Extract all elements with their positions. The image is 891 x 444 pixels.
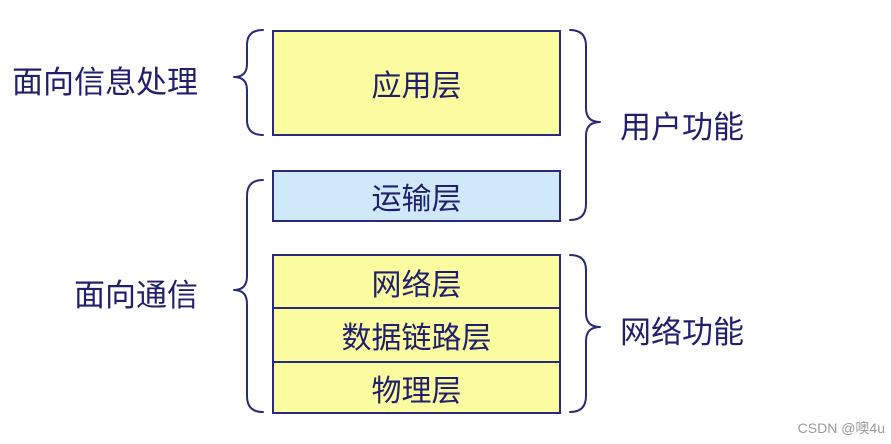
application-layer-label: 应用层 bbox=[371, 69, 462, 104]
watermark-text: CSDN @噢4u bbox=[797, 420, 885, 436]
right-brace-user-functions bbox=[569, 29, 601, 221]
physical-layer-box: 物理层 bbox=[272, 361, 561, 414]
transport-layer-label: 运输层 bbox=[371, 182, 462, 217]
application-layer-box: 应用层 bbox=[272, 30, 561, 136]
network-layer-box: 网络层 bbox=[272, 254, 561, 309]
left-brace-communication bbox=[233, 179, 264, 413]
network-layer-label: 网络层 bbox=[371, 267, 462, 303]
transport-layer-box: 运输层 bbox=[272, 170, 561, 222]
right-brace-network-functions bbox=[569, 254, 601, 413]
label-communication: 面向通信 bbox=[74, 278, 198, 314]
datalink-layer-label: 数据链路层 bbox=[341, 321, 492, 356]
label-info-processing: 面向信息处理 bbox=[12, 65, 198, 101]
physical-layer-label: 物理层 bbox=[371, 373, 462, 409]
left-brace-info-processing bbox=[233, 29, 264, 136]
label-network-functions: 网络功能 bbox=[620, 315, 744, 351]
datalink-layer-box: 数据链路层 bbox=[272, 307, 561, 363]
label-user-functions: 用户功能 bbox=[620, 110, 744, 146]
